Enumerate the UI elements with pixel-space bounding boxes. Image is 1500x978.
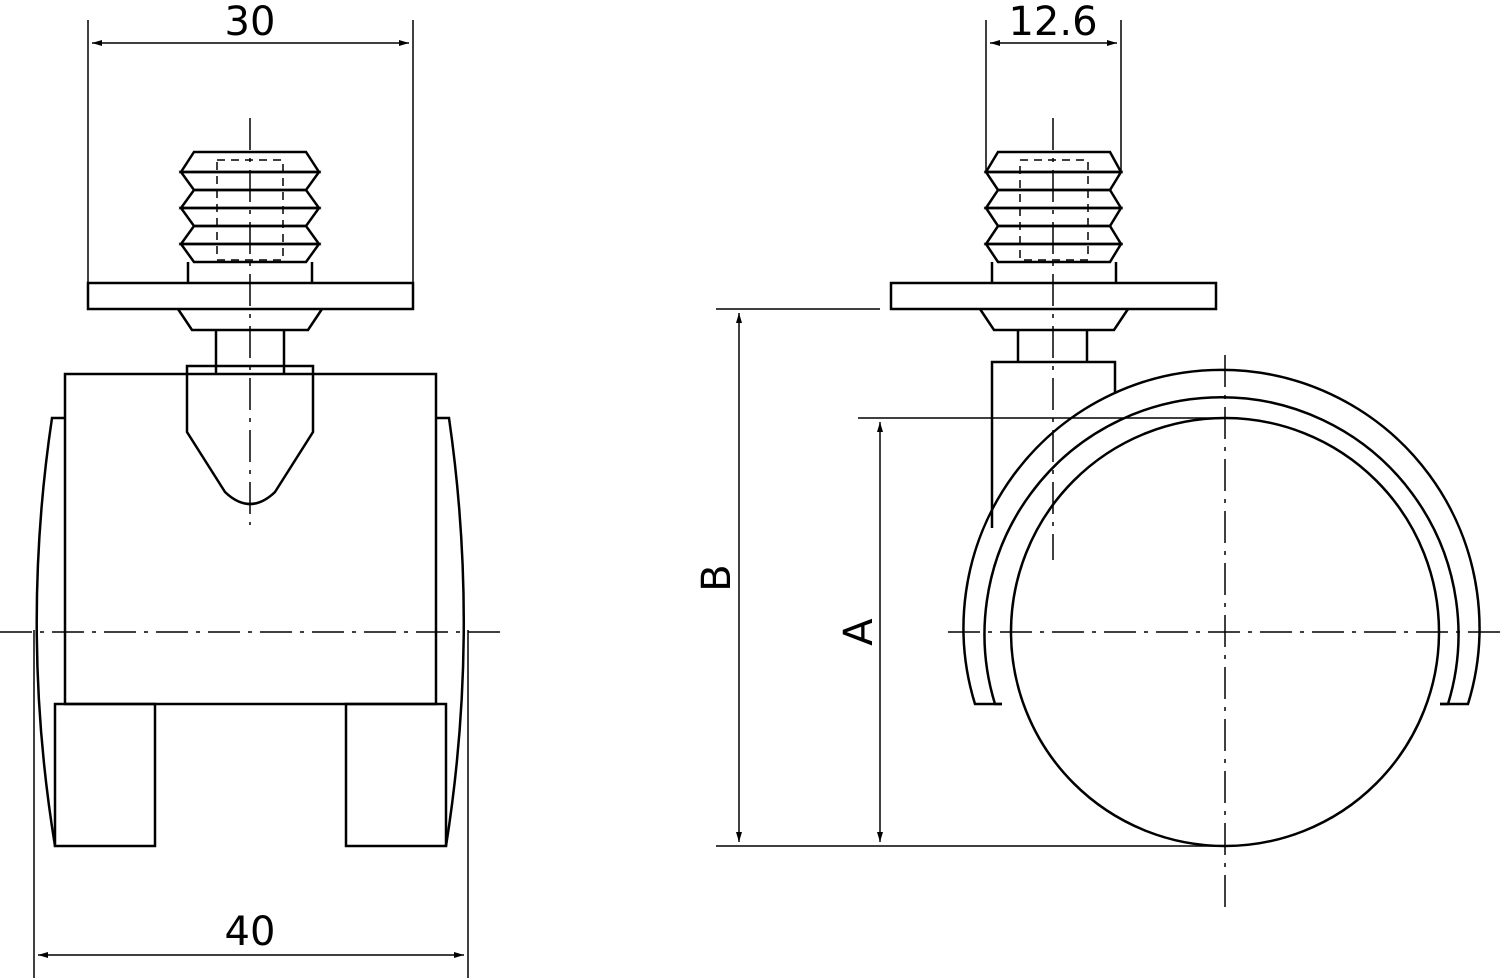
front-threaded-stem	[178, 150, 322, 283]
dimension-front-bottom-label: 40	[225, 909, 276, 955]
side-neck	[1016, 330, 1089, 362]
front-center-lines	[0, 118, 500, 633]
dimension-side-b	[716, 308, 1225, 847]
front-swivel-cover	[185, 364, 315, 506]
front-housing	[63, 372, 438, 706]
side-swivel-block	[990, 360, 1117, 528]
side-housing-outer-band	[962, 368, 1481, 706]
dimension-side-top-label: 12.6	[1008, 0, 1097, 45]
front-left-foot	[53, 702, 157, 848]
front-right-wheel-edge	[436, 416, 466, 847]
side-center-lines	[948, 118, 1500, 910]
dimension-side-b-label: B	[694, 564, 740, 591]
side-view	[889, 150, 1481, 848]
dimension-side-a-label: A	[836, 618, 882, 646]
front-left-wheel-edge	[35, 416, 65, 847]
side-threaded-stem	[983, 150, 1124, 283]
dimension-front-top	[87, 20, 414, 283]
dimension-front-top-label: 30	[225, 0, 276, 45]
side-plate-collar	[978, 308, 1130, 332]
side-housing-inner-band	[983, 395, 1460, 706]
front-right-foot	[344, 702, 448, 848]
dimension-front-bottom	[33, 630, 469, 978]
dimension-side-top	[985, 20, 1122, 172]
dimension-side-a	[858, 417, 1225, 842]
